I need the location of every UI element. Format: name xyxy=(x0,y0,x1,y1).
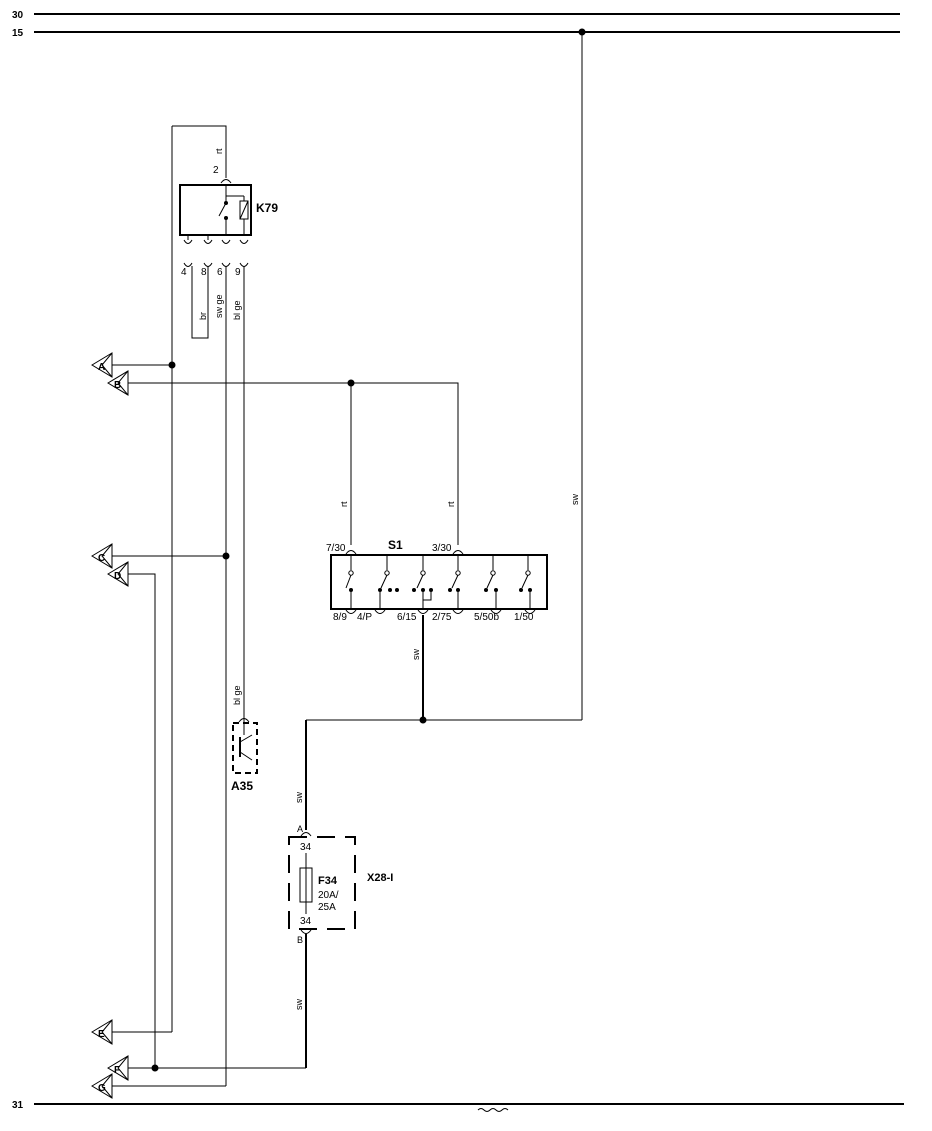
connector-b-label: B xyxy=(114,380,121,391)
k79-pin-2-socket xyxy=(220,179,232,184)
x28-pin-a: A xyxy=(297,824,303,834)
rail-31-label: 31 xyxy=(12,1100,24,1111)
junction-dot xyxy=(419,716,427,724)
wire-label-rt-s1-left: rt xyxy=(339,501,349,507)
s1-label: S1 xyxy=(388,538,403,552)
rail-30-label: 30 xyxy=(12,10,24,21)
s1-pin-socket xyxy=(345,550,357,555)
connector-b-icon xyxy=(117,370,129,396)
s1-pin-socket xyxy=(524,609,536,614)
wire-br-loop xyxy=(191,266,209,339)
ground-symbol xyxy=(477,1108,509,1112)
connector-a-icon xyxy=(101,352,113,378)
connector-b-icon xyxy=(107,370,129,396)
k79-pin-socket xyxy=(203,239,213,244)
x28-label: X28-I xyxy=(367,872,393,884)
wire-label-br: br xyxy=(198,312,208,320)
a35-collector xyxy=(239,734,253,743)
k79-pin-socket xyxy=(239,239,249,244)
f34-label: F34 xyxy=(318,875,338,887)
k79-pin-socket xyxy=(183,262,193,267)
k79-pin-9: 9 xyxy=(235,267,241,278)
connector-g-icon xyxy=(101,1073,113,1099)
connector-f-icon xyxy=(107,1055,129,1081)
k79-label: K79 xyxy=(256,201,278,215)
wire-label-bl-ge-top: bl ge xyxy=(232,300,242,320)
junction-dot xyxy=(168,361,176,369)
x28-pin-socket xyxy=(300,929,312,934)
wire-connector-d xyxy=(128,573,156,1068)
connector-f-label: F xyxy=(114,1065,120,1076)
wire-label-sw-fuse-out: sw xyxy=(294,999,304,1011)
wire-connector-b xyxy=(128,382,459,545)
k79-coil-slash xyxy=(239,200,249,220)
s1-switch xyxy=(330,554,548,610)
connector-e-label: E xyxy=(98,1029,105,1040)
wire-label-sw-fuse-in: sw xyxy=(294,792,304,804)
a35-label: A35 xyxy=(231,779,253,793)
s1-pin-socket xyxy=(490,609,502,614)
s1-pin-1-50: 1/50 xyxy=(514,612,534,623)
wire-label-bl-ge-a35: bl ge xyxy=(232,685,242,705)
x28-pin-b: B xyxy=(297,935,303,945)
s1-contacts xyxy=(345,555,532,609)
k79-pin-4: 4 xyxy=(181,267,187,278)
s1-pin-5-50b: 5/50b xyxy=(474,612,499,623)
connector-e-icon xyxy=(91,1019,113,1045)
a35-component xyxy=(232,722,258,774)
wire-label-sw-ge: sw ge xyxy=(214,294,224,318)
connector-d-icon xyxy=(117,561,129,587)
a35-emitter xyxy=(239,751,253,761)
x28-pin-socket xyxy=(300,832,312,837)
s1-pin-socket xyxy=(417,609,429,614)
connector-g-label: G xyxy=(98,1083,106,1094)
connector-c-icon xyxy=(101,543,113,569)
k79-pin-socket xyxy=(183,239,193,244)
connector-e-icon xyxy=(101,1019,113,1045)
k79-pin-6: 6 xyxy=(217,267,223,278)
f34-rating-2: 25A xyxy=(318,902,336,913)
wire-label-sw-main: sw xyxy=(570,494,580,506)
junction-dot xyxy=(222,552,230,560)
x28-num-top: 34 xyxy=(300,842,312,853)
s1-pin-socket xyxy=(374,609,386,614)
s1-pin-socket xyxy=(452,609,464,614)
wire-k79-pin2 xyxy=(172,125,227,178)
s1-pin-6-15: 6/15 xyxy=(397,612,417,623)
connector-a-label: A xyxy=(98,362,105,373)
k79-switch-blade xyxy=(218,202,227,217)
rail-15-label: 15 xyxy=(12,28,24,39)
f34-rating-1: 20A/ xyxy=(318,890,339,901)
connector-c-icon xyxy=(91,543,113,569)
connector-f-icon xyxy=(117,1055,129,1081)
wire-label-sw-s1: sw xyxy=(411,649,421,661)
wire-label-rt-s1-right: rt xyxy=(446,501,456,507)
s1-pin-3-30: 3/30 xyxy=(432,543,452,554)
wire-label-rt-k79: rt xyxy=(214,148,224,154)
k79-pin-socket xyxy=(221,239,231,244)
k79-pin-socket xyxy=(221,262,231,267)
connector-g-icon xyxy=(91,1073,113,1099)
connector-c-label: C xyxy=(98,553,105,564)
s1-pin-socket xyxy=(345,609,357,614)
connector-d-icon xyxy=(107,561,129,587)
k79-pin-2: 2 xyxy=(213,165,219,176)
s1-pin-7-30: 7/30 xyxy=(326,543,346,554)
k79-pin-socket xyxy=(239,262,249,267)
a35-pin-socket xyxy=(238,718,250,723)
k79-relay xyxy=(179,184,252,236)
junction-dot xyxy=(151,1064,159,1072)
k79-pin-8: 8 xyxy=(201,267,207,278)
s1-pin-socket xyxy=(452,550,464,555)
k79-pin-socket xyxy=(203,262,213,267)
connector-a-icon xyxy=(91,352,113,378)
s1-pin-2-75: 2/75 xyxy=(432,612,452,623)
connector-d-label: D xyxy=(114,571,121,582)
s1-pin-4-p: 4/P xyxy=(357,612,372,623)
x28-num-bottom: 34 xyxy=(300,916,312,927)
s1-pin-8-9: 8/9 xyxy=(333,612,347,623)
